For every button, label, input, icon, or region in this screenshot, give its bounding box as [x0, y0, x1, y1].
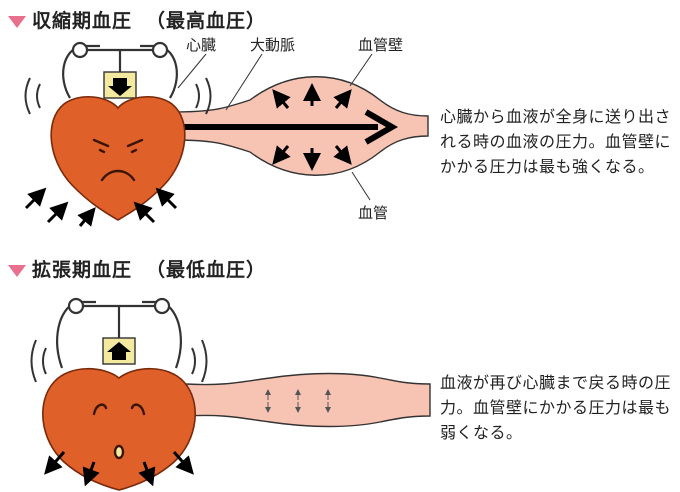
heart-contracted — [51, 97, 185, 220]
vessel-relaxed — [186, 374, 430, 427]
heart-expanded — [43, 369, 195, 490]
